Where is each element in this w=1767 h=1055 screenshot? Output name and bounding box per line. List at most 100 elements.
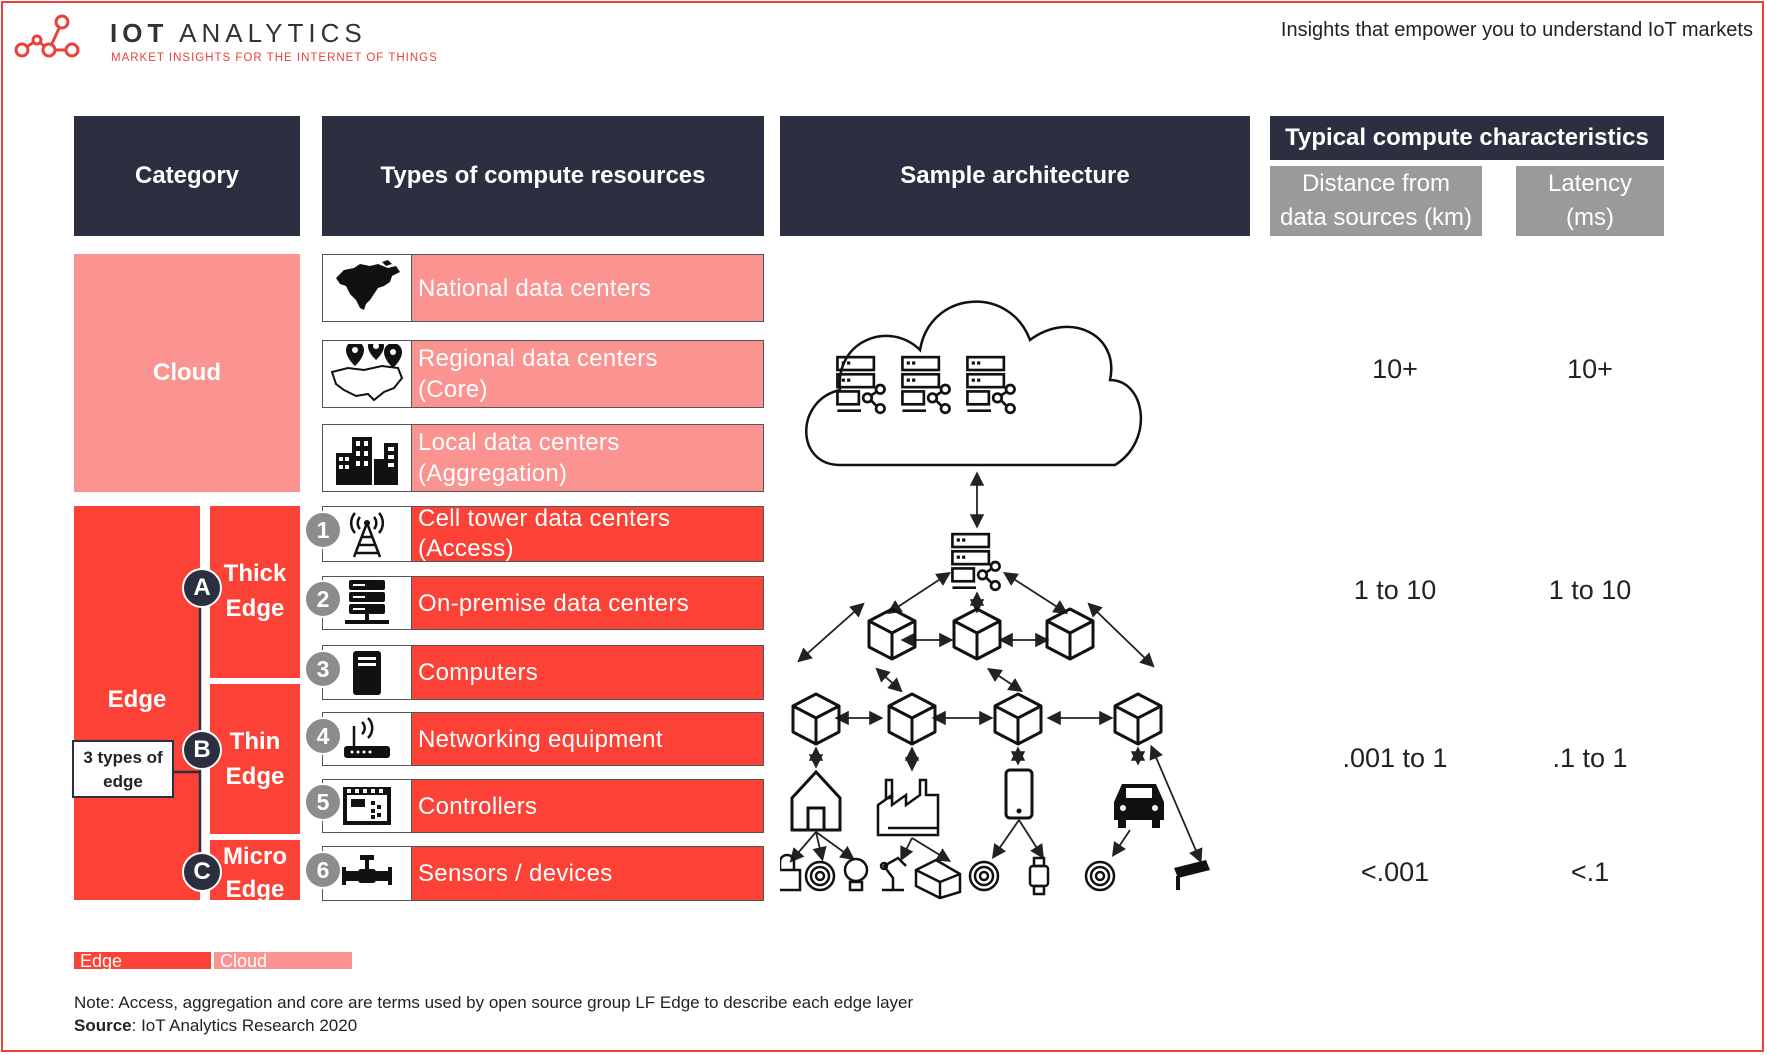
resource-label-regional: Regional data centers (Core) <box>412 341 763 407</box>
resource-row-on-premise: On-premise data centers <box>322 576 764 630</box>
resource-label-local-line1: Local data centers <box>418 429 620 456</box>
resource-label-sensors: Sensors / devices <box>412 847 763 900</box>
resource-label-local-line2: (Aggregation) <box>418 460 568 487</box>
micro-edge-block: Micro Edge <box>210 840 300 903</box>
light-bulb-icon <box>843 857 869 892</box>
legend-cloud: Cloud <box>214 952 352 970</box>
distance-header-line1: Distance from <box>1301 170 1451 197</box>
distance-value-4: <.001 <box>1360 857 1430 887</box>
sensor-target-icon-1 <box>804 860 836 892</box>
cloud-shape <box>805 300 1143 467</box>
node-cube-3 <box>1045 607 1095 661</box>
thick-edge-block: Thick Edge <box>210 506 300 678</box>
micro-edge-line1: Micro <box>222 843 287 870</box>
category-edge-label: Edge <box>107 686 167 713</box>
thick-edge-line2: Edge <box>225 595 285 622</box>
resource-label-cell-tower: Cell tower data centers (Access) <box>412 505 763 562</box>
header-tagline: Insights that empower you to understand … <box>1280 19 1753 41</box>
car-icon <box>1114 784 1164 828</box>
sample-architecture-diagram <box>780 300 1210 900</box>
cloud-server-icon-2 <box>901 355 951 415</box>
typical-characteristics-header: Typical compute characteristics <box>1270 116 1664 160</box>
node-cube-6 <box>993 692 1043 746</box>
cloud-server-icon-1 <box>836 355 886 415</box>
distance-value-3: .001 to 1 <box>1342 743 1448 773</box>
resource-number-1: 1 <box>304 511 342 549</box>
resource-row-local: Local data centers (Aggregation) <box>322 424 764 492</box>
latency-header-line1: Latency <box>1547 170 1633 197</box>
latency-value-3: .1 to 1 <box>1552 743 1628 773</box>
category-cloud: Cloud <box>74 254 300 492</box>
footer-source: Source: IoT Analytics Research 2020 <box>74 1016 357 1036</box>
legend-edge: Edge <box>74 952 211 970</box>
sensor-target-icon-3 <box>1084 860 1116 892</box>
node-cube-7 <box>1113 692 1163 746</box>
us-map-pins-icon <box>323 341 412 407</box>
resource-row-national: National data centers <box>322 254 764 322</box>
resource-label-controllers: Controllers <box>412 780 763 832</box>
smartwatch-icon <box>1028 856 1050 896</box>
north-america-map-icon <box>323 255 412 321</box>
footer-note: Note: Access, aggregation and core are t… <box>74 993 914 1012</box>
resource-label-national: National data centers <box>412 255 763 321</box>
architecture-header: Sample architecture <box>780 116 1250 236</box>
security-camera-icon <box>1174 860 1210 890</box>
edge-type-a-badge: A <box>182 568 222 608</box>
cloud-server-icon-3 <box>966 355 1016 415</box>
distance-header: Distance from data sources (km) <box>1270 166 1482 236</box>
resource-row-controllers: Controllers <box>322 779 764 833</box>
node-cube-2 <box>952 607 1002 661</box>
house-icon <box>790 769 842 832</box>
resource-label-local: Local data centers (Aggregation) <box>412 425 763 491</box>
latency-value-1: 10+ <box>1567 354 1613 384</box>
category-header: Category <box>74 116 300 236</box>
resource-label-cell-tower-line1: Cell tower data centers <box>418 505 671 532</box>
sensor-target-icon-2 <box>968 860 1000 892</box>
distance-header-line2: data sources (km) <box>1279 204 1473 231</box>
types-box-line1: 3 types of <box>83 748 163 767</box>
robot-arm-icon <box>879 856 907 892</box>
iot-analytics-logo-icon <box>14 14 80 58</box>
node-cube-1 <box>867 607 917 661</box>
factory-icon <box>876 778 940 837</box>
micro-edge-line2: Edge <box>225 876 285 903</box>
brand-title: IOT ANALYTICS <box>110 18 367 48</box>
latency-value-2: 1 to 10 <box>1548 575 1632 605</box>
mobile-phone-icon <box>1004 768 1034 820</box>
resource-row-networking: Networking equipment <box>322 712 764 766</box>
distance-value-1: 10+ <box>1372 354 1418 384</box>
resource-row-regional: Regional data centers (Core) <box>322 340 764 408</box>
types-box-line2: edge <box>103 772 143 791</box>
cell-tower-icon <box>323 507 412 561</box>
resource-row-cell-tower: Cell tower data centers (Access) <box>322 505 764 562</box>
resource-label-regional-line1: Regional data centers <box>418 345 658 372</box>
resource-label-national-line1: National data centers <box>418 274 652 302</box>
padlock-icon <box>780 853 802 892</box>
city-buildings-icon <box>323 425 412 491</box>
resource-number-5: 5 <box>304 783 342 821</box>
conveyor-package-icon <box>914 858 962 900</box>
latency-header-line2: (ms) <box>1566 204 1614 231</box>
resource-label-regional-line2: (Core) <box>418 376 488 403</box>
brand-subtitle: MARKET INSIGHTS FOR THE INTERNET OF THIN… <box>111 52 438 64</box>
latency-value-4: <.1 <box>1570 857 1610 887</box>
distance-value-2: 1 to 10 <box>1353 575 1437 605</box>
resource-label-cell-tower-line2: (Access) <box>418 535 514 562</box>
resource-label-networking: Networking equipment <box>412 713 763 765</box>
controller-icon <box>323 780 412 832</box>
resource-row-computers: Computers <box>322 645 764 700</box>
thin-edge-line2: Edge <box>225 763 285 790</box>
router-icon <box>323 713 412 765</box>
edge-type-c-badge: C <box>182 852 222 892</box>
resource-label-computers: Computers <box>412 646 763 699</box>
thin-edge-block: Thin Edge <box>210 684 300 834</box>
resource-row-sensors: Sensors / devices <box>322 846 764 901</box>
three-types-of-edge-box: 3 types of edge <box>72 740 174 798</box>
resource-number-3: 3 <box>304 650 342 688</box>
category-edge: Edge <box>74 506 200 900</box>
types-header: Types of compute resources <box>322 116 764 236</box>
edge-type-b-badge: B <box>182 730 222 770</box>
resource-number-6: 6 <box>304 851 342 889</box>
edge-server-icon <box>951 532 1001 592</box>
